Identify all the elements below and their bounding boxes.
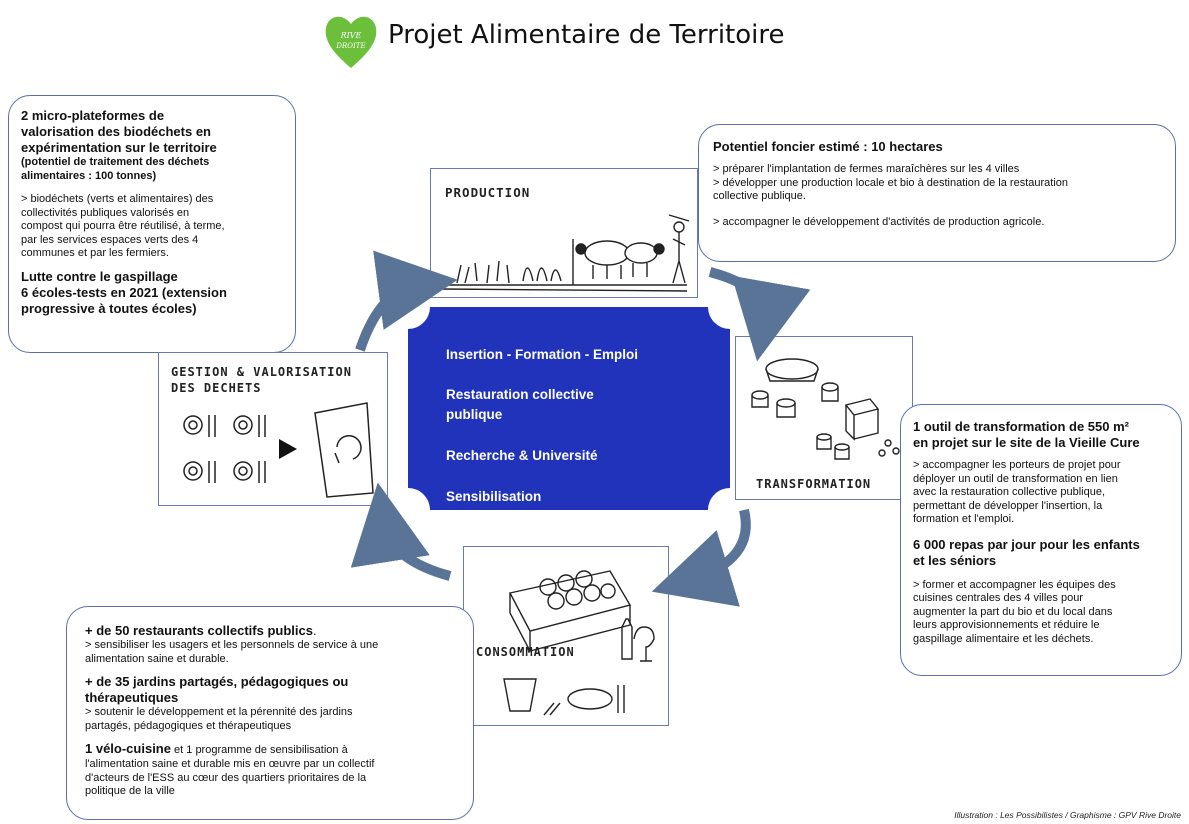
box-foncier: Potentiel foncier estimé : 10 hectares >… [698,124,1176,262]
restaurants-title-dot: . [312,623,317,638]
box-restaurants: + de 50 restaurants collectifs publics. … [66,606,474,820]
logo-text-droite: DROITE [335,42,365,50]
biodechets-body-5: communes et par les fermiers. [21,247,169,259]
credit-text: Illustration : Les Possibilistes / Graph… [954,810,1181,820]
transfo-body-1: > accompagner les porteurs de projet pou… [913,459,1121,471]
transfo-title-1: 1 outil de transformation de 550 m² [913,419,1129,434]
center-item-restauration: Restauration collective [446,387,594,402]
arrow-transformation-to-consommation [651,508,751,607]
center-item-sensibilisation: Sensibilisation [446,489,542,504]
restaurants-title-line: + de 50 restaurants collectifs publics. [85,623,465,639]
restaurants-body-1: > sensibiliser les usagers et les person… [85,639,379,651]
biodechets-body-3: compost qui pourra être réutilisé, à ter… [21,220,225,232]
header: RIVE DROITE Projet Alimentaire de Territ… [322,8,842,72]
transfo-body-5: formation et l'emploi. [913,513,1015,525]
gestion-label-1: GESTION & VALORISATION [171,365,352,379]
panel-transformation: TRANSFORMATION [735,336,913,500]
panel-consommation: CONSOMMATION [463,546,669,726]
repas-body-1: > former et accompagner les équipes des [913,578,1116,591]
jardins-title-1: + de 35 jardins partagés, pédagogiques o… [85,674,349,689]
panel-production: PRODUCTION [430,168,698,298]
arrow-consommation-to-gestion [350,482,452,581]
biodechets-body-4: par les services espaces verts des 4 [21,233,199,246]
gestion-label-2: DES DECHETS [171,381,262,395]
biodechets-title-1: 2 micro-plateformes de [21,108,165,123]
repas-title-1: 6 000 repas par jour pour les enfants [913,536,1140,552]
center-item-recherche: Recherche & Université [446,448,598,463]
box-transformation-details: 1 outil de transformation de 550 m² en p… [900,404,1182,676]
biodechets-sub-1: (potentiel de traitement des déchets [21,156,210,168]
foncier-line-4: > accompagner le développement d'activit… [713,215,1045,228]
repas-body-2: cuisines centrales des 4 villes pour [913,592,1083,604]
jardins-body-2: partagés, pédagogiques et thérapeutiques [85,719,292,732]
page-title: Projet Alimentaire de Territoire [388,20,785,50]
transfo-body-4: permettant de développer l'insertion, la [913,499,1103,512]
biodechets-sub-2: alimentaires : 100 tonnes) [21,169,157,182]
repas-body-4: leurs approvisionnements et réduire le [913,619,1100,631]
consommation-label: CONSOMMATION [476,645,575,659]
jardins-title-2: thérapeutiques [85,690,179,705]
foncier-line-1: > préparer l'implantation de fermes mara… [713,163,1020,175]
velo-title-bold: 1 vélo-cuisine [85,741,171,756]
panel-gestion: GESTION & VALORISATION DES DECHETS [158,352,388,506]
biodechets-body-2: collectivités publiques valorisés en [21,206,190,219]
jardins-body-1: > soutenir le développement et la pérenn… [85,706,353,718]
gaspillage-title-1: Lutte contre le gaspillage [21,268,178,284]
center-item-insertion: Insertion - Formation - Emploi [446,347,638,362]
gaspillage-title-2: 6 écoles-tests en 2021 (extension [21,284,227,300]
production-label: PRODUCTION [445,185,531,200]
foncier-line-3: collective publique. [713,190,806,202]
repas-body-3: augmenter la part du bio et du local dan… [913,605,1113,618]
velo-body-2: d'acteurs de l'ESS au cœur des quartiers… [85,771,367,784]
velo-title-line: 1 vélo-cuisine et 1 programme de sensibi… [85,741,465,758]
arrow-gestion-to-production [355,250,458,352]
velo-body-1: l'alimentation saine et durable mis en œ… [85,758,375,770]
arrow-production-to-transformation [708,267,811,362]
biodechets-body-1: > biodéchets (verts et alimentaires) des [21,193,214,205]
restaurants-title: + de 50 restaurants collectifs publics [85,623,313,638]
foncier-line-2: > développer une production locale et bi… [713,176,1068,189]
repas-title-2: et les séniors [913,552,997,568]
transformation-label: TRANSFORMATION [756,477,872,491]
transfo-title-2: en projet sur le site de la Vieille Cure [913,435,1140,450]
biodechets-title-2: valorisation des biodéchets en [21,124,211,139]
transfo-body-3: avec la restauration collective publique… [913,486,1106,498]
velo-title-rest: et 1 programme de sensibilisation à [170,744,348,756]
gaspillage-title-3: progressive à toutes écoles) [21,300,197,316]
center-themes: Insertion - Formation - Emploi Restaurat… [408,307,730,510]
restaurants-body-2: alimentation saine et durable. [85,652,229,665]
biodechets-title-3: expérimentation sur le territoire [21,140,217,155]
center-item-publique: publique [446,407,503,422]
box-biodechets: 2 micro-plateformes de valorisation des … [8,95,296,353]
consommation-illustration [503,570,655,716]
logo-text-rive: RIVE [340,31,362,40]
repas-body-5: gaspillage alimentaire et les déchets. [913,632,1094,645]
production-illustration [440,214,690,292]
foncier-title: Potentiel foncier estimé : 10 hectares [713,139,943,154]
transfo-body-2: déployer un outil de transformation en l… [913,472,1118,485]
velo-body-3: politique de la ville [85,785,175,797]
heart-logo-icon: RIVE DROITE [325,16,377,68]
